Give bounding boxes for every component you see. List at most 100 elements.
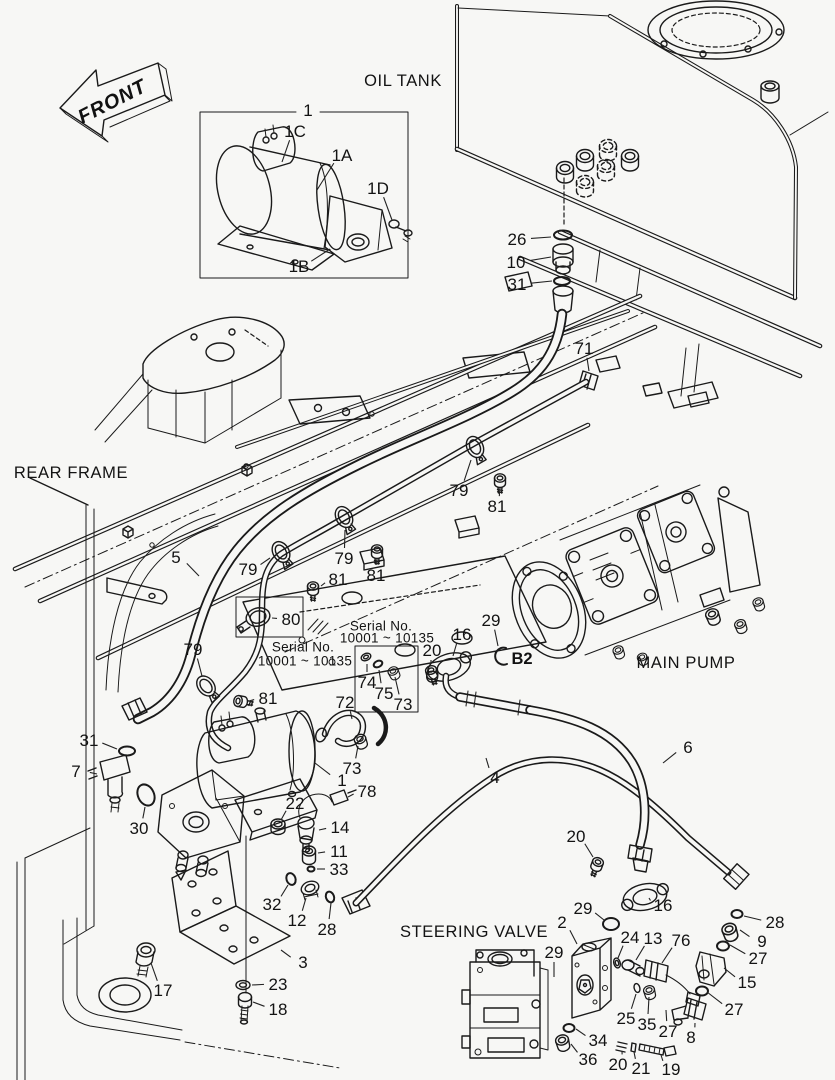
inset-box-clamp-80 — [235, 596, 329, 638]
part-callout-35: 35 — [638, 1015, 657, 1034]
part-callout-17: 17 — [154, 981, 173, 1000]
leader-line-20 — [584, 843, 594, 858]
leader-line-15 — [723, 967, 736, 978]
front-direction-arrow-icon — [59, 62, 173, 143]
part-callout-7: 7 — [71, 762, 80, 781]
leader-line-29 — [494, 629, 499, 647]
leader-line-27 — [665, 1009, 668, 1022]
pump-motor-assembly-drawing — [157, 707, 370, 994]
leader-line-11 — [317, 851, 326, 854]
leader-line-16 — [648, 897, 651, 901]
leader-line-18 — [252, 1001, 265, 1007]
part-callout-29: 29 — [545, 943, 564, 962]
leader-line-27 — [706, 991, 723, 1005]
part-callout-4: 4 — [490, 768, 499, 787]
part-callout-36: 36 — [579, 1050, 598, 1069]
part-callout-12: 12 — [288, 911, 307, 930]
leader-line-76 — [661, 947, 673, 964]
part-callout-32: 32 — [263, 895, 282, 914]
part-callout-1: 1 — [303, 101, 312, 120]
leader-line-9 — [739, 929, 750, 937]
leader-line-28 — [328, 902, 332, 920]
part-callout-19: 19 — [662, 1060, 681, 1079]
leader-line-14 — [318, 827, 327, 831]
main-pump-drawing — [511, 484, 767, 668]
part-callout-25: 25 — [617, 1009, 636, 1028]
part-callout-20: 20 — [609, 1055, 628, 1074]
part-callout-13: 13 — [644, 929, 663, 948]
leader-line-73 — [355, 745, 359, 759]
leader-line-22 — [280, 810, 287, 821]
leader-line-4 — [485, 757, 490, 769]
part-callout-73: 73 — [343, 759, 362, 778]
leader-line-36 — [570, 1043, 578, 1053]
part-callout-29: 29 — [574, 899, 593, 918]
part-callout-23: 23 — [269, 975, 288, 994]
leader-line-25 — [630, 993, 637, 1009]
part-callout-29: 29 — [482, 611, 501, 630]
leader-line-24 — [617, 945, 624, 959]
inset-box-pump-assembly — [199, 111, 413, 279]
part-callout-2: 2 — [557, 913, 566, 932]
leader-line-32 — [280, 884, 289, 897]
leader-line-1D — [383, 196, 393, 221]
leader-line-72 — [349, 711, 353, 720]
return-line-and-clamps — [192, 370, 599, 752]
part-callout-1: 1 — [337, 771, 346, 790]
leader-line-31 — [530, 280, 553, 284]
leader-line-79 — [260, 557, 271, 565]
inset-box-fitting-74-75-73 — [354, 645, 419, 747]
part-callout-9: 9 — [757, 932, 766, 951]
leader-line-16 — [452, 643, 458, 657]
part-callout-81: 81 — [259, 689, 278, 708]
part-callout-16: 16 — [453, 625, 472, 644]
part-callout-3: 3 — [298, 953, 307, 972]
part-callout-16: 16 — [654, 896, 673, 915]
part-callout-20: 20 — [423, 641, 442, 660]
leader-line-1 — [314, 762, 331, 776]
part-callout-1C: 1C — [284, 122, 306, 141]
leader-line-31 — [102, 742, 118, 750]
part-callout-81: 81 — [329, 570, 348, 589]
steering-valve-drawing — [461, 937, 701, 1059]
leader-line-12 — [301, 897, 307, 911]
part-callout-18: 18 — [269, 1000, 288, 1019]
part-callout-14: 14 — [331, 818, 350, 837]
leader-line-3 — [280, 949, 292, 958]
leader-line-17 — [150, 962, 158, 982]
part-callout-1B: 1B — [289, 257, 310, 276]
part-callout-1D: 1D — [367, 179, 389, 198]
part-callout-28: 28 — [318, 920, 337, 939]
part-callout-31: 31 — [508, 275, 527, 294]
leader-line-2 — [569, 930, 578, 945]
part-callout-80: 80 — [282, 610, 301, 629]
part-callout-10: 10 — [507, 253, 526, 272]
leader-line-1C — [281, 140, 291, 163]
front-arrow-label: FRONT — [75, 75, 152, 128]
oil-tank-drawing — [454, 0, 829, 301]
part-callout-73: 73 — [394, 695, 413, 714]
part-callout-75: 75 — [375, 684, 394, 703]
steering-valve-label: STEERING VALVE — [400, 923, 548, 941]
part-callout-24: 24 — [621, 928, 640, 947]
rear-frame-label: REAR FRAME — [14, 464, 128, 482]
part-callout-78: 78 — [358, 782, 377, 801]
part-callout-71: 71 — [575, 339, 594, 358]
part-callout-33: 33 — [330, 860, 349, 879]
main-pump-label: MAIN PUMP — [637, 654, 736, 672]
part-callout-15: 15 — [738, 973, 757, 992]
part-callout-8: 8 — [686, 1028, 695, 1047]
pump-outlet-hose-drawing — [285, 756, 732, 915]
leader-line-6 — [662, 751, 677, 764]
leader-line-23 — [251, 983, 265, 986]
part-callout-79: 79 — [335, 549, 354, 568]
pump-flange-fittings — [423, 646, 535, 716]
leader-line-13 — [635, 945, 645, 961]
leader-line-79 — [196, 658, 203, 677]
part-callout-27: 27 — [659, 1022, 678, 1041]
leader-line-29 — [594, 912, 605, 921]
part-callout-30: 30 — [130, 819, 149, 838]
